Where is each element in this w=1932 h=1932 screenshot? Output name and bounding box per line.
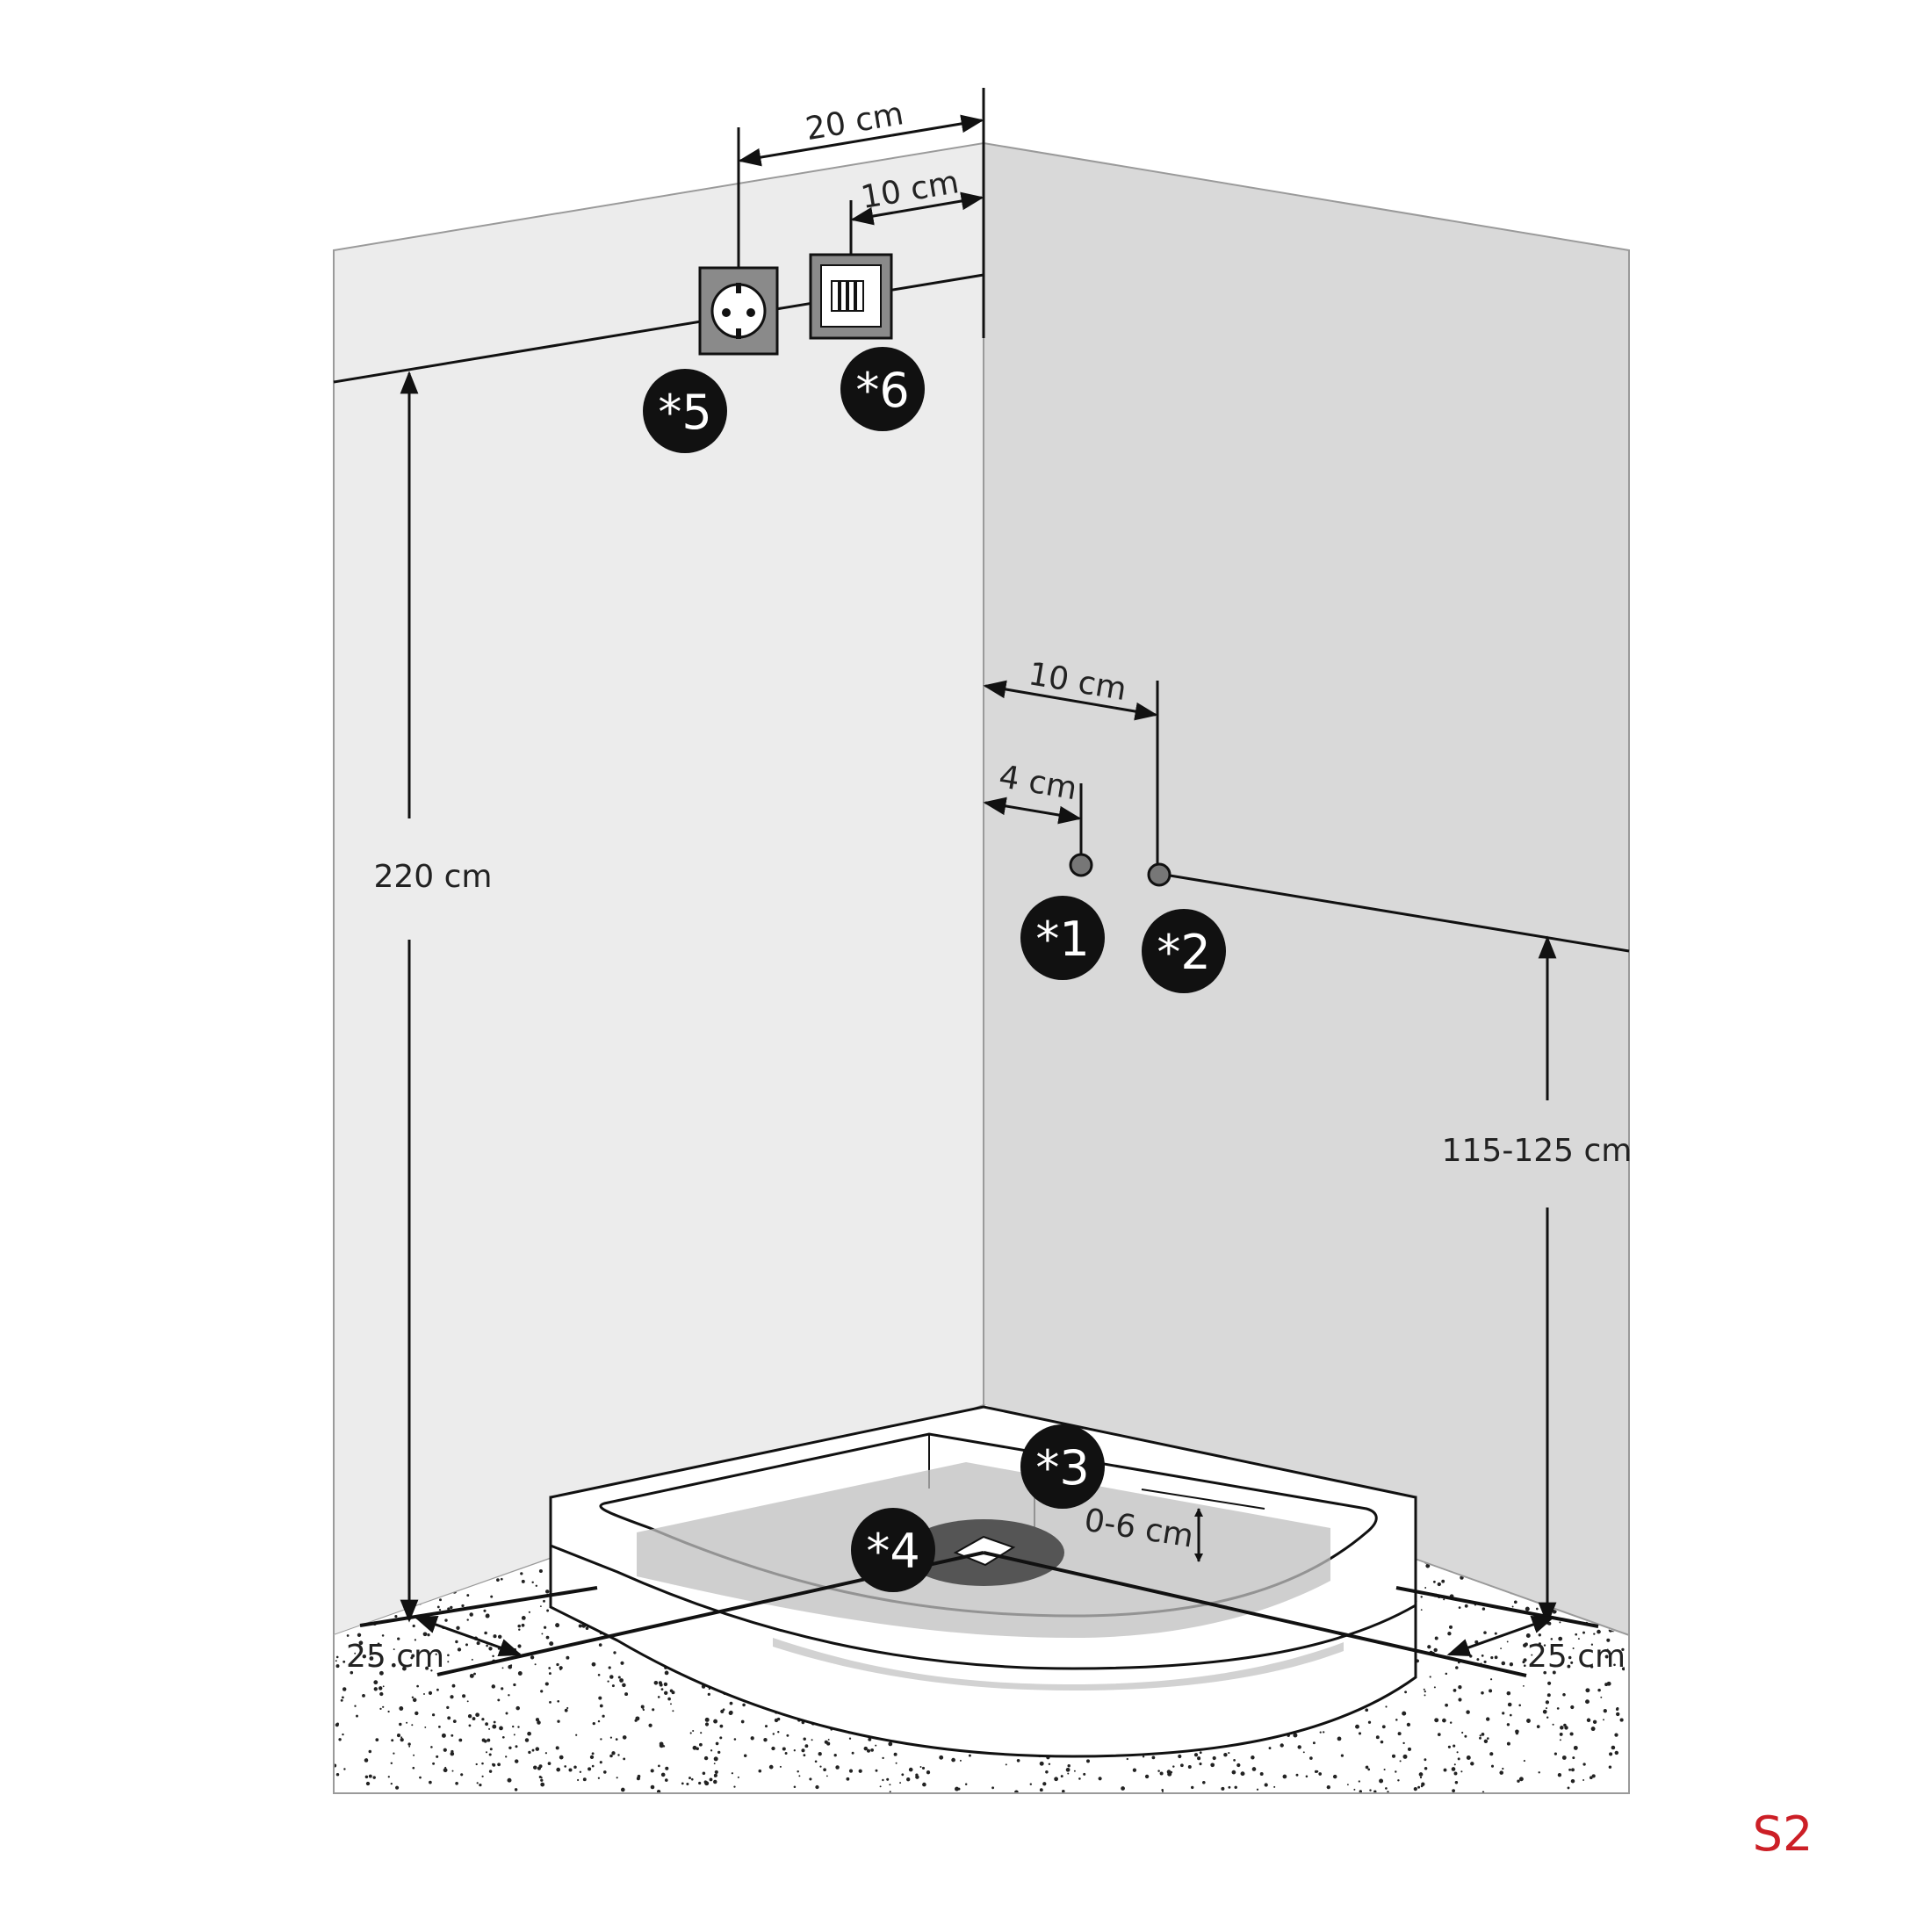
water-connection-icon	[1069, 853, 1093, 877]
drain-axis-right	[983, 1551, 1527, 1677]
left-wall-base-line	[359, 1586, 598, 1627]
svg-text:*3: *3	[1035, 1440, 1089, 1496]
dimension-right-offset: 25 cm	[1446, 1616, 1626, 1675]
svg-text:*6: *6	[855, 363, 909, 418]
marker-badge-2: *2	[1142, 909, 1226, 993]
dimension-total-height: 220 cm	[373, 371, 493, 1623]
water-connection-icon	[1147, 862, 1171, 887]
marker-badge-6: *6	[840, 347, 925, 431]
svg-text:*4: *4	[866, 1524, 919, 1579]
marker-badge-4: *4	[851, 1508, 935, 1592]
svg-text:*2: *2	[1157, 925, 1210, 980]
switch-icon	[809, 253, 893, 340]
marker-badge-3: *3	[1020, 1424, 1105, 1509]
right-wall	[983, 141, 1630, 1637]
right-wall-base-line	[1395, 1586, 1599, 1628]
marker-badge-5: *5	[643, 369, 727, 453]
marker-badge-1: *1	[1020, 896, 1105, 980]
svg-text:*1: *1	[1035, 912, 1089, 967]
dimension-label-115-125cm: 115-125 cm	[1442, 1133, 1633, 1169]
dimension-label-25cm-left: 25 cm	[346, 1639, 444, 1675]
model-code: S2	[1753, 1806, 1813, 1862]
dimension-label-220cm: 220 cm	[373, 859, 492, 895]
dimension-label-25cm-right: 25 cm	[1527, 1639, 1626, 1675]
dimension-outlet-height: 115-125 cm	[1442, 935, 1633, 1626]
power-socket-icon	[698, 266, 779, 356]
dimension-label-20cm: 20 cm	[803, 96, 905, 148]
dimension-left-offset: 25 cm	[346, 1616, 523, 1675]
svg-text:*5: *5	[658, 385, 711, 440]
